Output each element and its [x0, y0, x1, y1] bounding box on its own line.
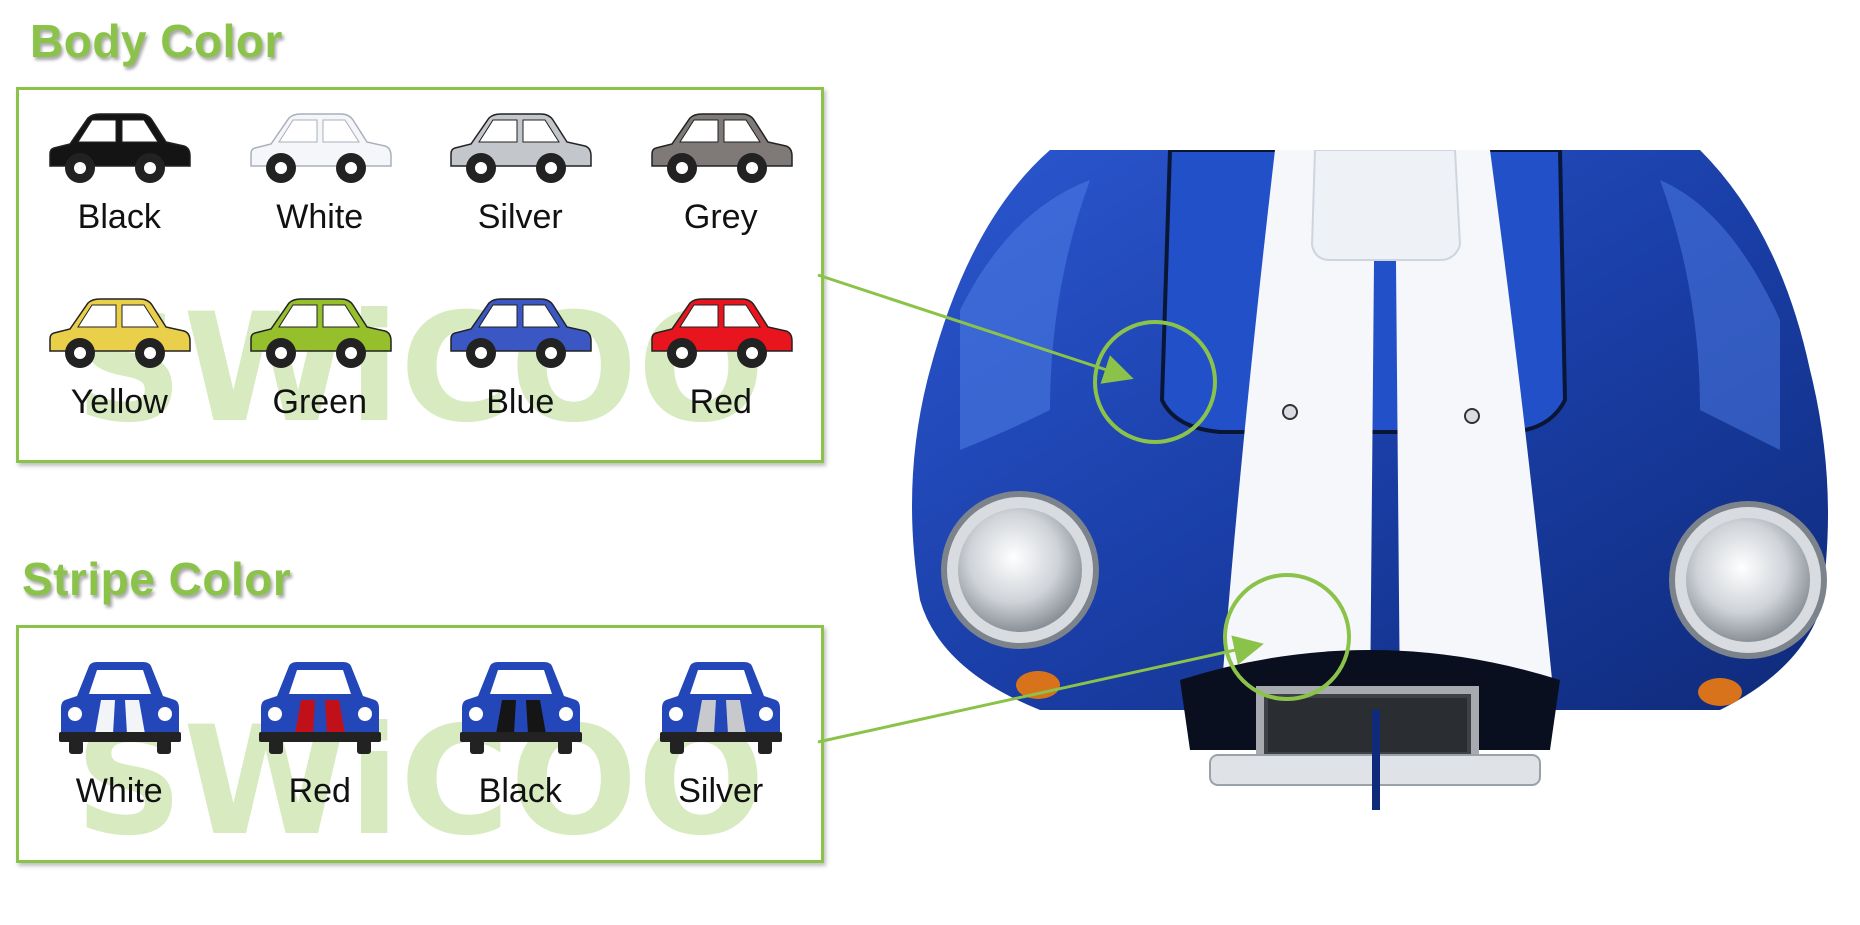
stripe-color-label: Black — [478, 772, 562, 810]
body-color-option-yellow[interactable]: Yellow — [19, 275, 220, 459]
headlight-left — [941, 491, 1099, 649]
body-color-option-grey[interactable]: Grey — [621, 90, 822, 274]
body-color-label: Silver — [477, 198, 563, 236]
car-side-icon — [445, 104, 595, 194]
car-front-icon — [658, 658, 783, 758]
stripe-color-options: White Red Black Silver — [19, 628, 821, 860]
body-color-label: Red — [689, 383, 752, 421]
car-side-icon — [44, 289, 194, 379]
car-side-icon — [245, 289, 395, 379]
body-color-panel: SWiCOO Black White Silver Grey Yel — [16, 87, 824, 463]
body-color-label: Black — [77, 198, 161, 236]
stripe-color-label: White — [75, 772, 163, 810]
body-color-option-white[interactable]: White — [220, 90, 421, 274]
car-side-icon — [646, 289, 796, 379]
body-color-label: Grey — [683, 198, 758, 236]
car-side-icon — [245, 104, 395, 194]
stripe-color-option-black[interactable]: Black — [420, 628, 621, 860]
body-color-options: Black White Silver Grey Yellow Green — [19, 90, 821, 460]
body-color-option-silver[interactable]: Silver — [420, 90, 621, 274]
body-color-label: Green — [272, 383, 368, 421]
car-front-icon — [458, 658, 583, 758]
stripe-color-option-white[interactable]: White — [19, 628, 220, 860]
stripe-color-label: Silver — [678, 772, 764, 810]
racing-stripe — [1220, 150, 1375, 710]
car-side-icon — [646, 104, 796, 194]
stripe-color-title: Stripe Color — [22, 553, 292, 605]
stripe-color-label: Red — [288, 772, 351, 810]
body-color-label: Yellow — [70, 383, 168, 421]
body-color-label: White — [276, 198, 364, 236]
body-color-title: Body Color — [30, 15, 283, 67]
stripe-color-panel: SWiCOO White Red Black — [16, 625, 824, 863]
car-front-icon — [57, 658, 182, 758]
car-front-photo — [912, 150, 1828, 810]
stripe-color-option-red[interactable]: Red — [220, 628, 421, 860]
body-color-option-blue[interactable]: Blue — [420, 275, 621, 459]
racing-stripe — [1395, 150, 1555, 710]
car-side-icon — [445, 289, 595, 379]
body-color-option-green[interactable]: Green — [220, 275, 421, 459]
car-side-icon — [44, 104, 194, 194]
headlight-right — [1669, 501, 1827, 659]
body-color-option-black[interactable]: Black — [19, 90, 220, 274]
body-color-label: Blue — [486, 383, 555, 421]
car-front-icon — [257, 658, 382, 758]
stripe-color-option-silver[interactable]: Silver — [621, 628, 822, 860]
body-color-option-red[interactable]: Red — [621, 275, 822, 459]
